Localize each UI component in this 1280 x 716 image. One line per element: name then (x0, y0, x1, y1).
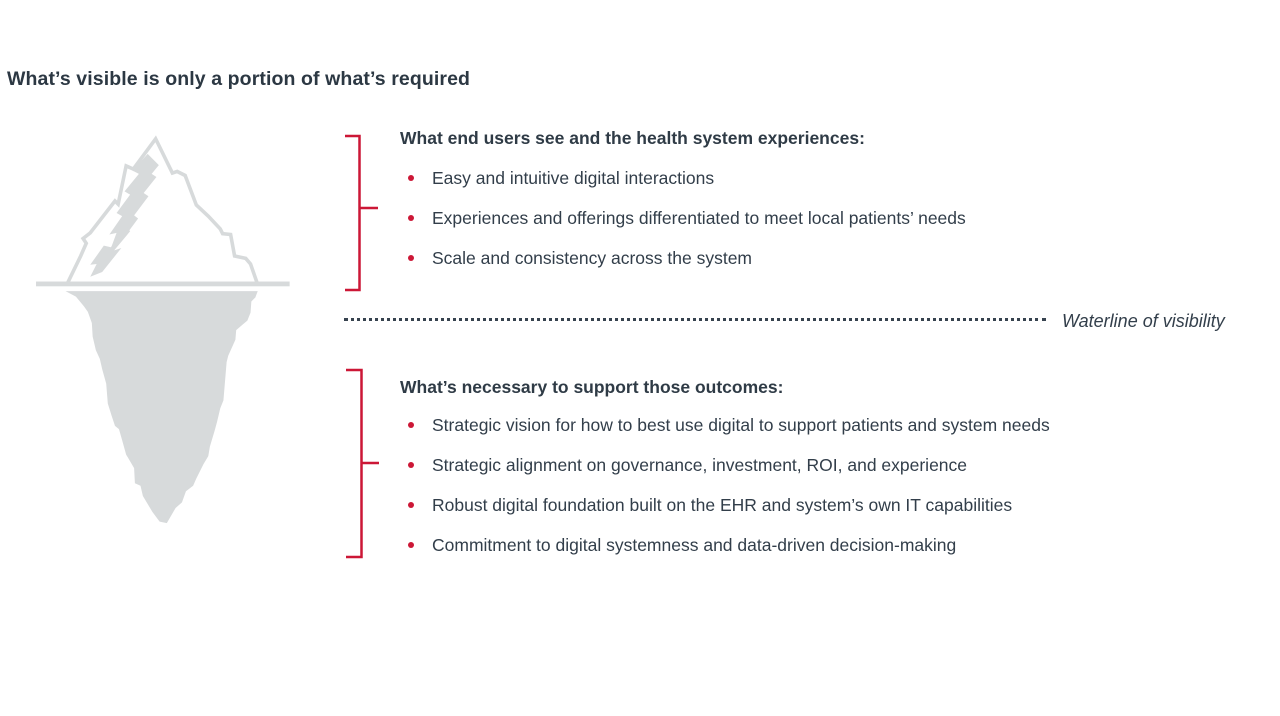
above-water-bracket (345, 134, 378, 292)
above-water-heading: What end users see and the health system… (400, 128, 865, 148)
list-item: Experiences and offerings differentiated… (400, 198, 1210, 238)
lightning-crack-icon (109, 153, 159, 249)
list-item: Strategic vision for how to best use dig… (400, 405, 1210, 445)
bullet-dot-icon (408, 422, 414, 428)
waterline-bar (36, 281, 290, 287)
below-water-panel: What’s necessary to support those outcom… (400, 377, 1210, 565)
page-title: What’s visible is only a portion of what… (7, 68, 471, 90)
list-item: Robust digital foundation built on the E… (400, 485, 1210, 525)
waterline-dotted-line (344, 318, 1046, 321)
bullet-dot-icon (408, 215, 414, 221)
waterline-label: Waterline of visibility (1062, 311, 1225, 331)
bullet-dot-icon (408, 462, 414, 468)
bullet-dot-icon (408, 255, 414, 261)
below-water-heading: What’s necessary to support those outcom… (400, 377, 784, 397)
above-water-list: Easy and intuitive digital interactions … (400, 158, 1210, 278)
list-item-label: Strategic alignment on governance, inves… (432, 454, 968, 475)
iceberg-illustration (36, 135, 290, 524)
list-item-label: Strategic vision for how to best use dig… (432, 414, 1050, 435)
above-water-panel: What end users see and the health system… (400, 128, 1210, 278)
bullet-dot-icon (408, 542, 414, 548)
list-item: Scale and consistency across the system (400, 238, 1210, 278)
list-item: Strategic alignment on governance, inves… (400, 445, 1210, 485)
bullet-dot-icon (408, 175, 414, 181)
list-item: Easy and intuitive digital interactions (400, 158, 1210, 198)
iceberg-below-water (65, 291, 258, 524)
below-water-list: Strategic vision for how to best use dig… (400, 405, 1210, 565)
list-item-label: Scale and consistency across the system (432, 247, 753, 268)
below-water-bracket (346, 368, 379, 559)
lightning-crack-lower-icon (90, 224, 131, 277)
list-item-label: Experiences and offerings differentiated… (432, 207, 966, 228)
iceberg-above-water-outline (66, 135, 259, 284)
list-item-label: Robust digital foundation built on the E… (432, 494, 1013, 515)
list-item-label: Easy and intuitive digital interactions (432, 167, 715, 188)
list-item: Commitment to digital systemness and dat… (400, 525, 1210, 565)
list-item-label: Commitment to digital systemness and dat… (432, 534, 957, 555)
bullet-dot-icon (408, 502, 414, 508)
